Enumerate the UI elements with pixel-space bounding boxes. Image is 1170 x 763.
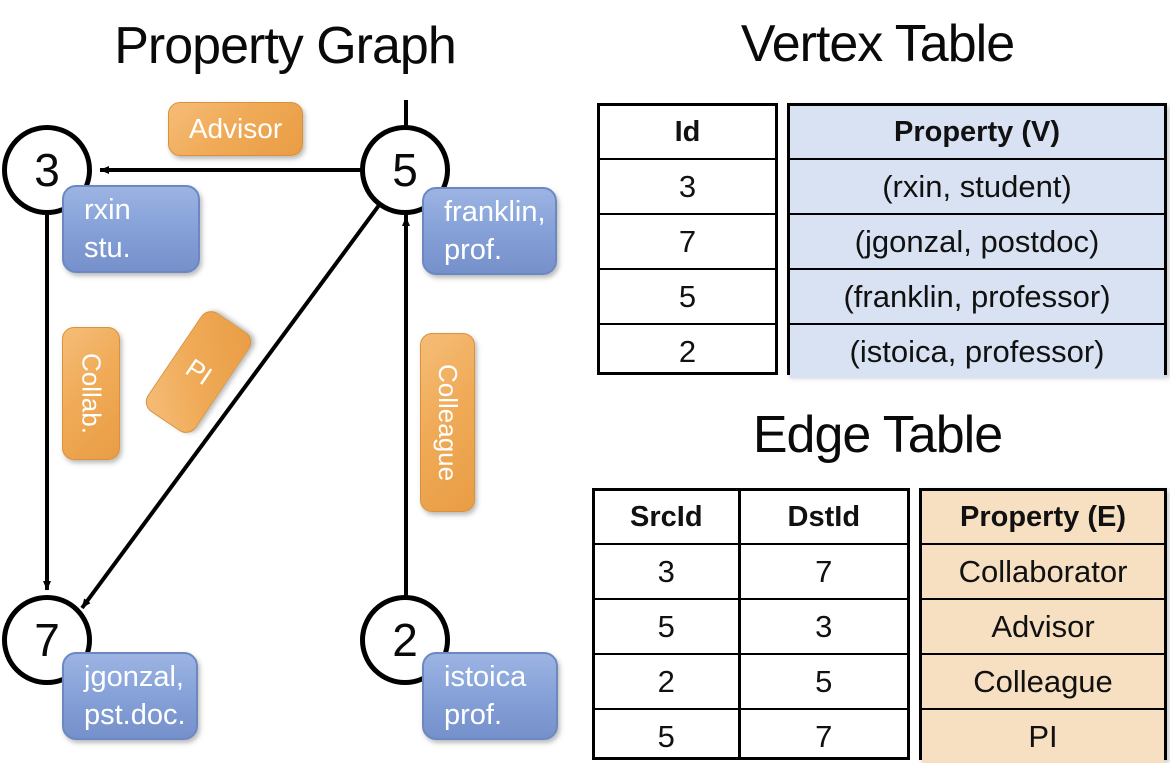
node-3-id: 3 [34, 144, 60, 196]
vertex-table-property-header: Property (V) [790, 106, 1164, 158]
edge-table-srcid-column: SrcId 3 5 2 5 [592, 488, 741, 760]
edge-table-srcid-header: SrcId [630, 500, 703, 533]
vertex-table-property-cell: (jgonzal, postdoc) [790, 213, 1164, 268]
edge-table-dstid-cell: 5 [740, 653, 907, 708]
vertex-table-id-cell: 5 [600, 268, 775, 323]
edge-label-colleague-text: Colleague [433, 363, 463, 482]
vertex-label-jgonzal-line2: pst.doc. [84, 699, 186, 731]
vertex-table-property-cell: (rxin, student) [790, 158, 1164, 213]
edge-label-advisor: Advisor [168, 102, 303, 156]
vertex-label-jgonzal-line1: jgonzal, [84, 661, 184, 693]
vertex-label-franklin-line1: franklin, [444, 196, 546, 228]
vertex-table-property-cell: (istoica, professor) [790, 323, 1164, 378]
vertex-label-rxin-line1: rxin [84, 194, 131, 226]
vertex-table-id-cell: 2 [600, 323, 775, 378]
vertex-table-id-cell: 7 [600, 213, 775, 268]
vertex-label-rxin: rxin stu. [62, 185, 200, 273]
node-7-id: 7 [34, 614, 60, 666]
edge-label-collab-text: Collab. [76, 353, 107, 434]
property-graph-title: Property Graph [114, 17, 457, 75]
edge-table-property-cell: Advisor [922, 598, 1164, 653]
graph-edges-canvas [43, 100, 410, 640]
vertex-table-property-cell: (franklin, professor) [790, 268, 1164, 323]
vertex-table-property-column: Property (V) (rxin, student) (jgonzal, p… [787, 103, 1167, 378]
edge-table-dstid-header: DstId [787, 500, 861, 533]
edge-table-dstid-column: DstId 7 3 5 7 [737, 488, 910, 763]
vertex-table-id-column: Id 3 7 5 2 [597, 103, 778, 375]
vertex-label-istoica: istoica prof. [422, 652, 558, 740]
edge-table-srcid-cell: 3 [595, 543, 738, 598]
edge-table-property-cell: PI [922, 708, 1164, 763]
edge-table-srcid-cell: 5 [595, 708, 738, 763]
graph-node-7: 7 [2, 595, 92, 685]
vertex-label-jgonzal: jgonzal, pst.doc. [62, 652, 198, 740]
graph-node-3: 3 [2, 125, 92, 215]
node-2-id: 2 [392, 614, 418, 666]
edge-table-dstid-cell: 7 [740, 543, 907, 598]
edge-label-advisor-text: Advisor [188, 113, 283, 144]
edge-label-collab: Collab. [62, 327, 120, 460]
vertex-label-istoica-line1: istoica [444, 661, 527, 693]
edge-table-property-column: Property (E) Collaborator Advisor Collea… [919, 488, 1167, 763]
vertex-label-rxin-line2: stu. [84, 232, 131, 264]
edge-table-srcid-cell: 2 [595, 653, 738, 708]
edge-table-srcid-cell: 5 [595, 598, 738, 653]
edge-table-id-columns: SrcId 3 5 2 5 DstId 7 3 5 7 [592, 488, 913, 760]
edge-table-dstid-cell: 7 [740, 708, 907, 763]
vertex-label-franklin-line2: prof. [444, 234, 503, 266]
edge-table-property-header: Property (E) [922, 491, 1164, 543]
vertex-label-istoica-line2: prof. [444, 699, 503, 731]
node-5-id: 5 [392, 144, 418, 196]
edge-label-colleague: Colleague [420, 333, 475, 512]
edge-table-property-cell: Colleague [922, 653, 1164, 708]
vertex-table-id-cell: 3 [600, 158, 775, 213]
vertex-table-title: Vertex Table [740, 15, 1015, 73]
edge-table-title: Edge Table [752, 406, 1003, 464]
vertex-label-franklin: franklin, prof. [422, 187, 557, 275]
vertex-table-id-header: Id [674, 115, 701, 148]
edge-pi-arrow [80, 168, 407, 610]
edge-table-property-cell: Collaborator [922, 543, 1164, 598]
edge-label-pi-text: PI [180, 352, 218, 391]
edge-table-dstid-cell: 3 [740, 598, 907, 653]
